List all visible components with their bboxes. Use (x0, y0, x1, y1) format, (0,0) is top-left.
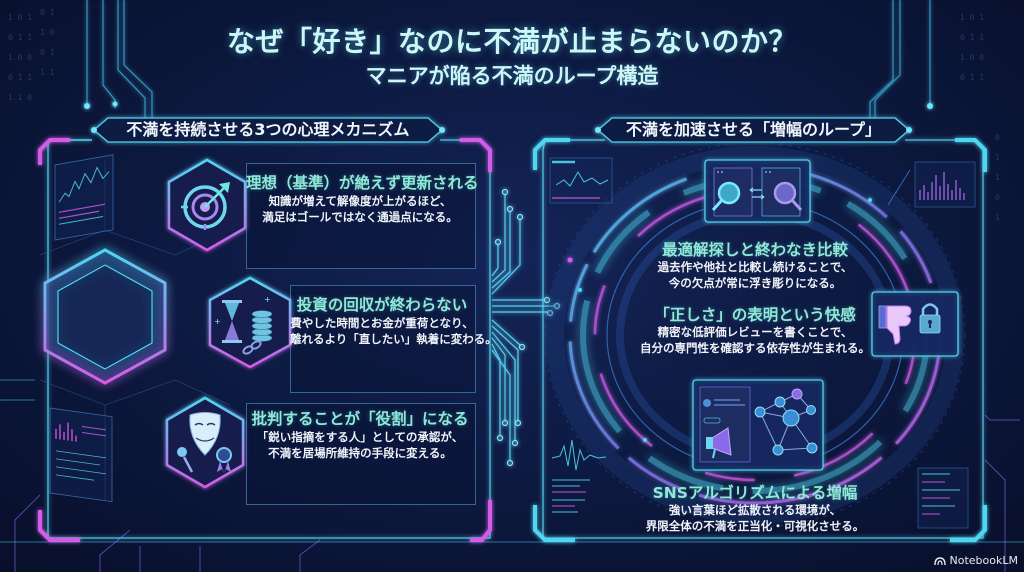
mechanism-3-title: 批判することが「役割」になる (251, 410, 469, 428)
svg-text:0 1 1: 0 1 1 (8, 33, 32, 42)
loop-3-body-line-2: 界限全体の不満を正当化・可視化させる。 (645, 519, 865, 533)
svg-text:0: 0 (995, 193, 1000, 202)
loop-1-body-line-2: 今の欠点が常に浮き彫りになる。 (668, 276, 842, 290)
mechanism-2-body-line-1: 費やした時間とお金が重荷となり、 (290, 316, 474, 330)
left-panel-label: 不満を持続させる3つの心理メカニズム (126, 120, 410, 139)
svg-text:1 0 1: 1 0 1 (960, 13, 984, 22)
loop-2-body-line-1: 精密な低評価レビューを書くことで、 (657, 325, 853, 339)
svg-text:1: 1 (995, 213, 1000, 222)
loop-1-title: 最適解探しと終わなき比較 (661, 241, 848, 259)
svg-text:1 1 0: 1 1 0 (8, 93, 32, 102)
loop-3-title: SNSアルゴリズムによる増幅 (652, 484, 858, 502)
svg-text:1 0 0: 1 0 0 (8, 53, 32, 62)
svg-text:1 1: 1 1 (40, 68, 55, 77)
svg-text:0: 0 (995, 133, 1000, 142)
svg-text:0 1: 0 1 (40, 8, 55, 17)
svg-text:0 1 1: 0 1 1 (8, 73, 32, 82)
svg-text:1 0 0: 1 0 0 (960, 53, 984, 62)
loop-3-body-line-1: 強い言葉ほど拡散される環境が、 (668, 503, 842, 517)
mechanism-1-body-line-2: 満足はゴールではなく通過点になる。 (262, 210, 458, 224)
svg-text:1: 1 (995, 153, 1000, 162)
mechanism-3-body-line-1: 「鋭い指摘をする人」としての承認が、 (256, 430, 464, 444)
page-subtitle: マニアが陥る不満のループ構造 (365, 64, 659, 88)
svg-text:0 1: 0 1 (40, 48, 55, 57)
page-title: なぜ「好き」なのに不満が止まらないのか？ (226, 25, 797, 58)
svg-text:0 1 1: 0 1 1 (960, 33, 984, 42)
watermark-label: NotebookLM (949, 554, 1018, 567)
loop-1-body-line-1: 過去作や他社と比較し続けることで、 (657, 260, 853, 274)
mechanism-2-title: 投資の回収が終わらない (296, 296, 468, 314)
svg-text:1 0: 1 0 (40, 28, 55, 37)
right-panel-label: 不満を加速させる「増幅のループ」 (625, 120, 882, 139)
mechanism-3-body-line-2: 不満を居場所維持の手段に変える。 (268, 446, 452, 460)
loop-2-body-line-2: 自分の専門性を確認する依存性が生まれる。 (640, 341, 870, 355)
notebooklm-watermark: NotebookLM (933, 554, 1018, 567)
svg-text:1: 1 (995, 173, 1000, 182)
svg-text:1 0 1: 1 0 1 (8, 13, 32, 22)
mechanism-2-body-line-2: 離れるより「直したい」執着に変わる。 (290, 332, 497, 346)
mechanism-1-body-line-1: 知識が増えて解像度が上がるほど、 (268, 194, 452, 208)
big-hexagon-decoration (43, 248, 167, 385)
loop-2-title: 「正しさ」の表明という快感 (654, 306, 856, 324)
svg-text:0 1 1: 0 1 1 (960, 73, 984, 82)
mechanism-card-3 (246, 403, 476, 505)
mechanism-1-title: 理想（基準）が絶えず更新される (246, 174, 479, 192)
notebooklm-logo-icon (933, 556, 946, 565)
mechanism-card-1 (246, 163, 476, 269)
